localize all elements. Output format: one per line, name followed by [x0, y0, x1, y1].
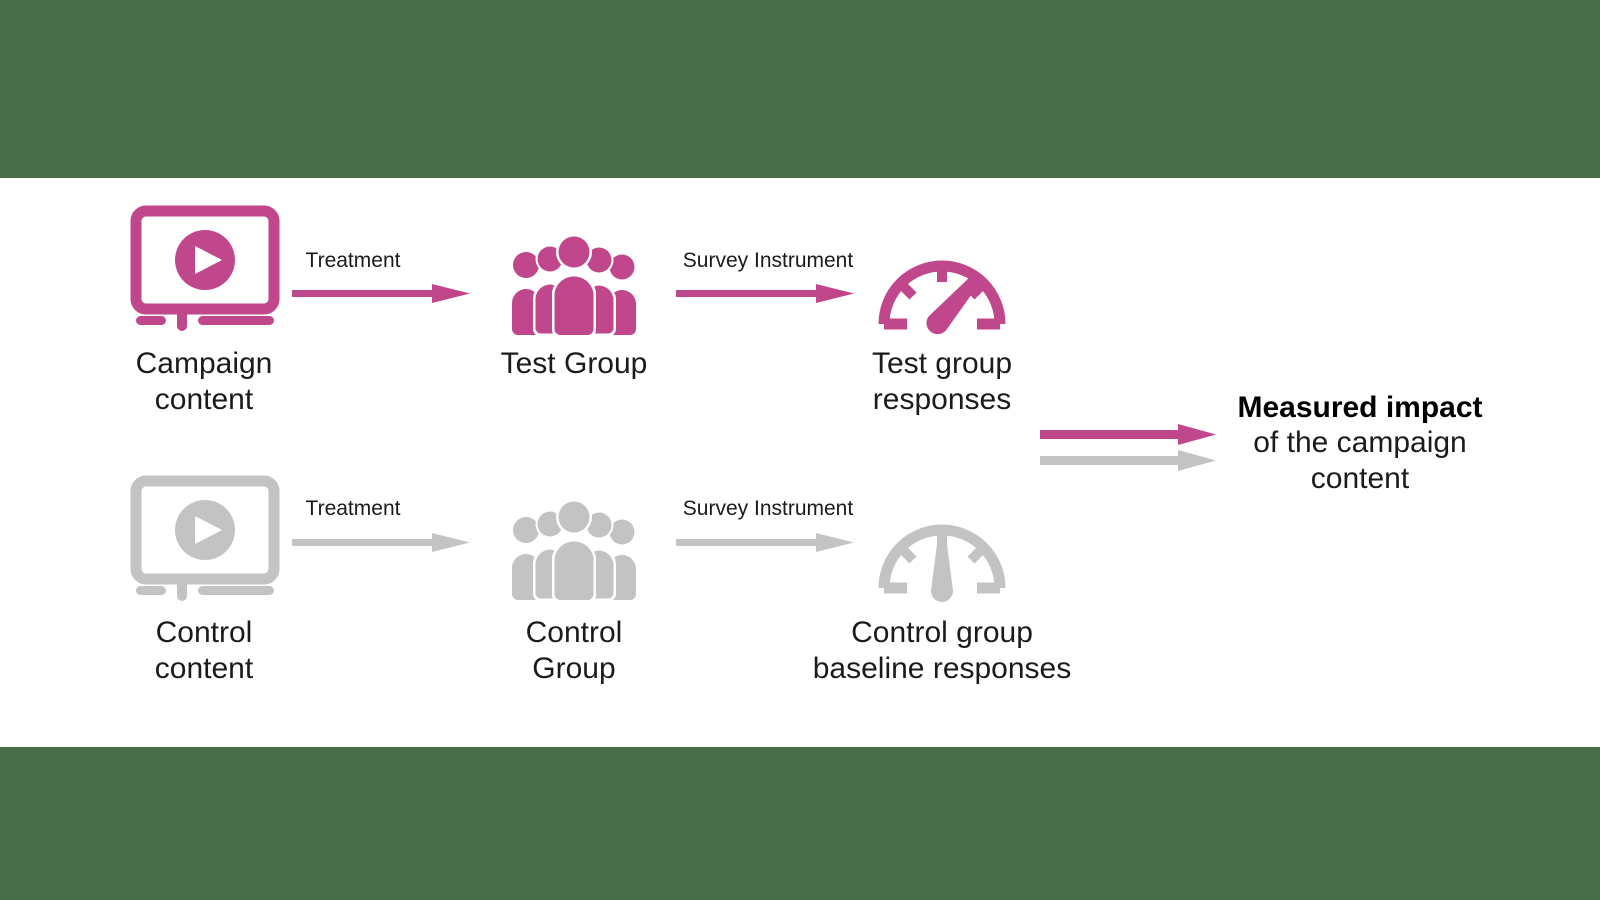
video-player-icon: [130, 475, 280, 601]
diagram-body: Campaign content Treatment: [0, 178, 1600, 747]
bottom-banner: [0, 747, 1600, 900]
arrow-right-icon: [1040, 424, 1216, 445]
impact-arrow-control: [1040, 449, 1220, 473]
top-banner: [0, 0, 1600, 178]
arrow-right-icon: [292, 284, 470, 303]
arrow-right-icon: [1040, 450, 1216, 471]
edge-treatment-test-arrow: [292, 281, 472, 309]
edge-survey-control-arrow: [676, 530, 856, 558]
gauge-icon: [878, 524, 1006, 602]
test-group-icon-wrap: [508, 234, 640, 337]
impact-arrow-test: [1040, 423, 1220, 447]
edge-survey-test-label: Survey Instrument: [682, 249, 854, 272]
people-group-icon: [512, 499, 636, 602]
control-responses-icon-wrap: [875, 500, 1009, 602]
control-group-icon-wrap: [508, 499, 640, 602]
edge-survey-control-label: Survey Instrument: [682, 497, 854, 520]
control-responses-label: Control group baseline responses: [812, 616, 1072, 685]
control-content-icon-wrap: [130, 475, 280, 601]
arrow-right-icon: [292, 533, 470, 552]
edge-treatment-test-label: Treatment: [305, 249, 401, 272]
edge-treatment-control-arrow: [292, 530, 472, 558]
people-group-icon: [512, 234, 636, 337]
test-responses-label: Test group responses: [871, 347, 1013, 416]
test-responses-icon-wrap: [875, 236, 1009, 336]
arrow-right-icon: [676, 284, 854, 303]
control-group-label: Control Group: [525, 616, 623, 685]
measured-impact-title: Measured impact: [1237, 391, 1483, 424]
test-group-label: Test Group: [500, 347, 648, 380]
control-content-label: Control content: [154, 616, 254, 685]
gauge-icon: [878, 260, 1006, 335]
arrow-right-icon: [676, 533, 854, 552]
measured-impact-subtitle: of the campaign content: [1253, 426, 1467, 495]
campaign-content-label: Campaign content: [135, 347, 273, 416]
edge-treatment-control-label: Treatment: [305, 497, 401, 520]
campaign-content-icon-wrap: [130, 205, 280, 331]
video-player-icon: [130, 205, 280, 331]
edge-survey-test-arrow: [676, 281, 856, 309]
